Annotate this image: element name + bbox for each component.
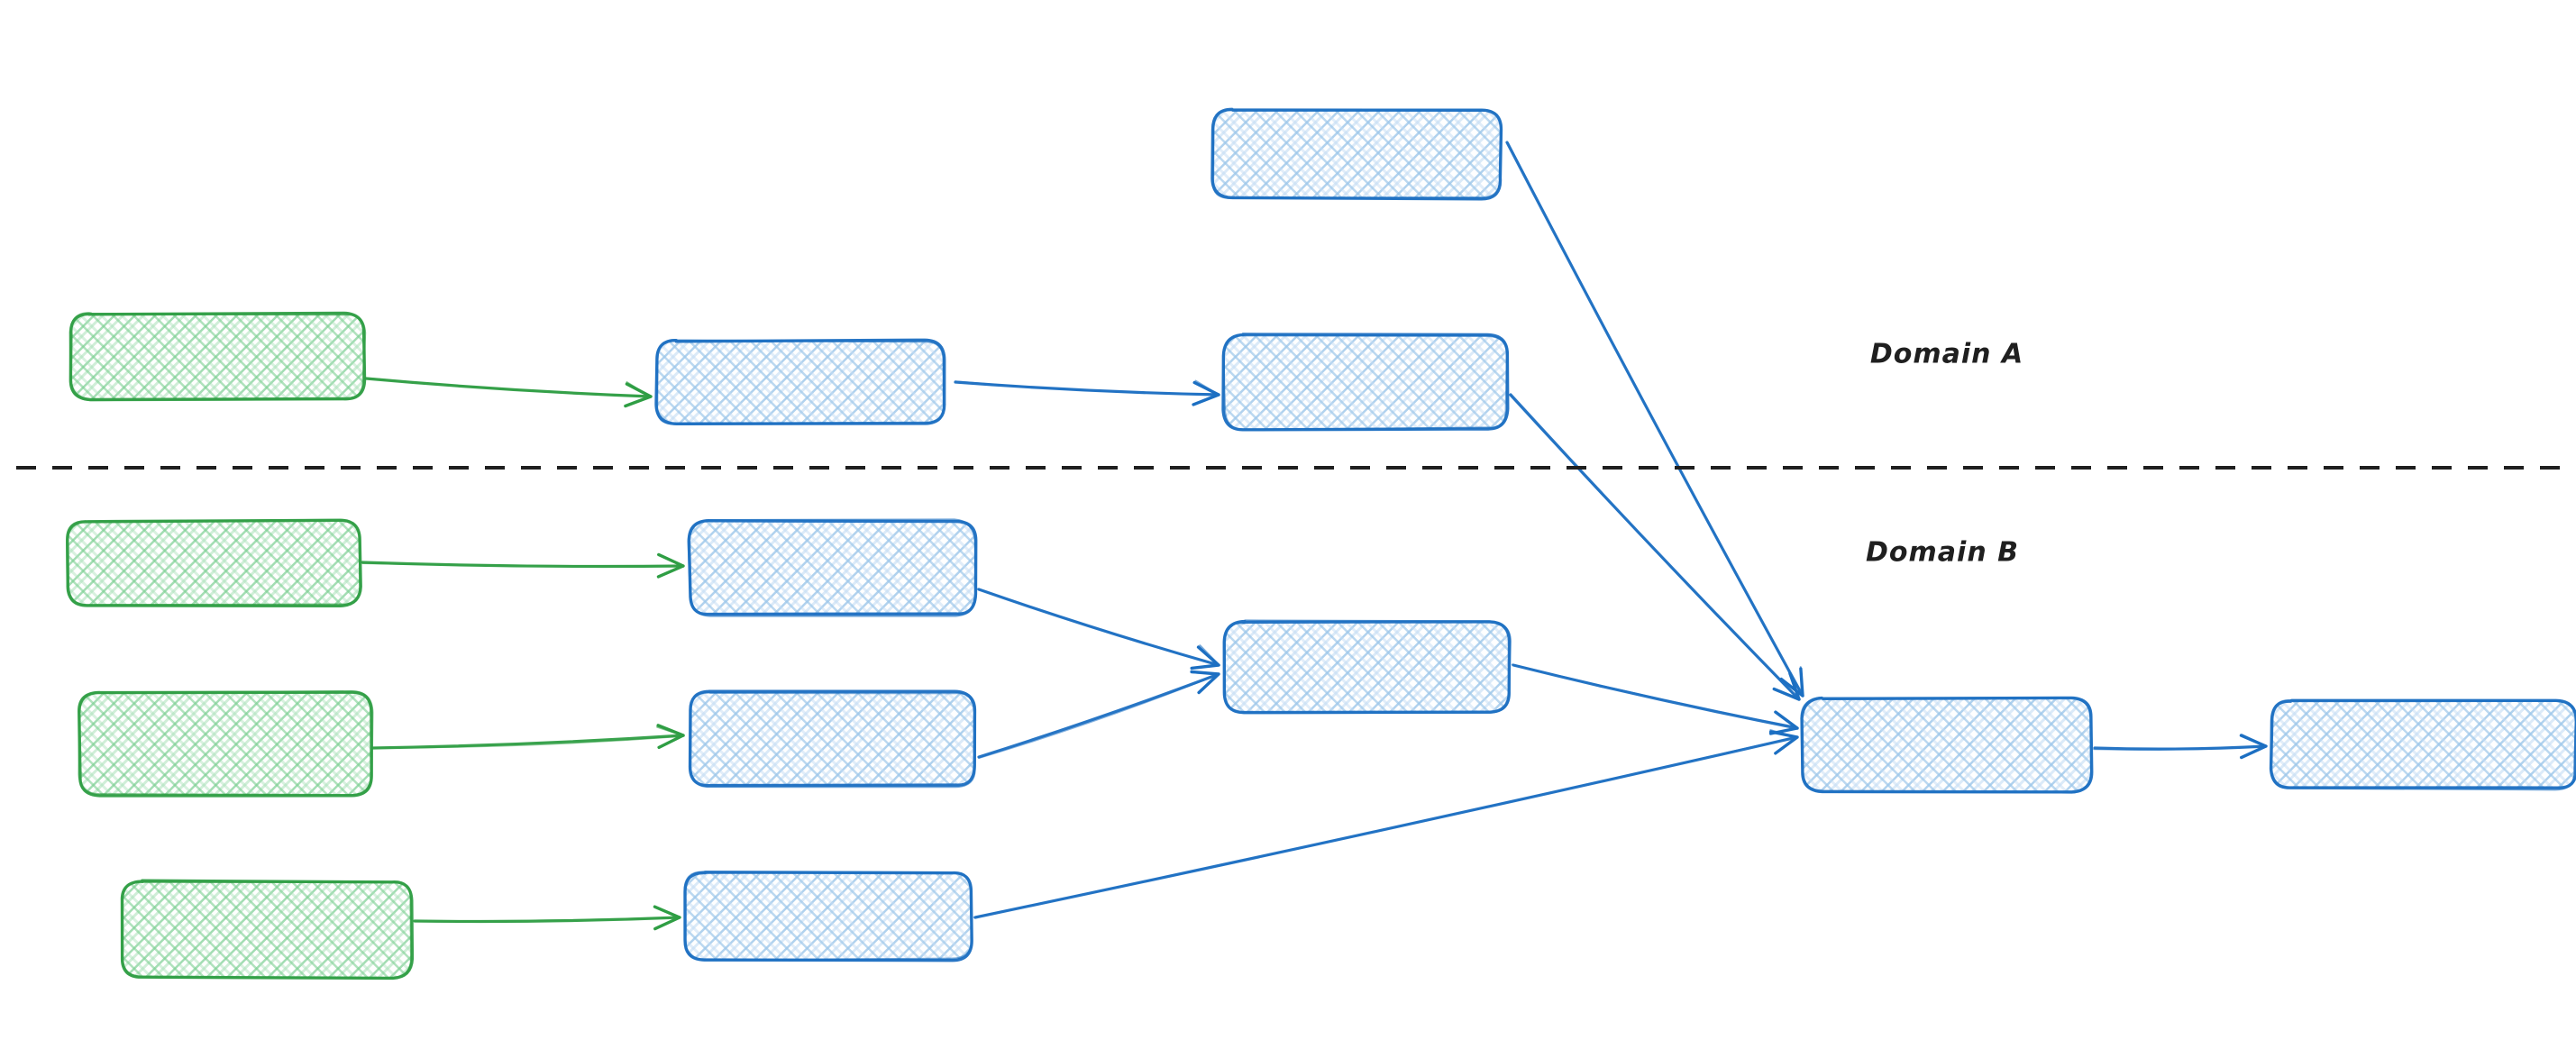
node-b-conv[interactable] — [1800, 696, 2094, 794]
edge-e1[interactable] — [364, 377, 653, 408]
edge-e10[interactable] — [1511, 663, 1799, 735]
node-hit-b-src-1[interactable] — [68, 521, 361, 606]
edge-e12[interactable] — [2093, 734, 2268, 760]
node-hit-a-proc-0[interactable] — [1212, 110, 1501, 198]
edge-e5[interactable] — [361, 552, 685, 579]
node-hit-a-proc-1[interactable] — [656, 341, 945, 424]
node-b-merge[interactable] — [1222, 619, 1512, 715]
nodes-layer — [66, 107, 2576, 981]
node-hit-b-src-3[interactable] — [122, 881, 412, 978]
edge-e8[interactable] — [976, 588, 1220, 670]
node-a-proc-1[interactable] — [654, 338, 946, 425]
edges-layer — [361, 141, 2268, 931]
node-b-src-1[interactable] — [66, 518, 362, 608]
node-b-final[interactable] — [2269, 698, 2576, 791]
node-b-src-2[interactable] — [78, 690, 374, 798]
node-hit-b-merge[interactable] — [1224, 622, 1510, 712]
edge-e11[interactable] — [973, 729, 1799, 919]
label-domain-a: Domain A — [1869, 338, 2024, 370]
node-hit-b-proc-1[interactable] — [690, 521, 975, 615]
node-b-src-3[interactable] — [120, 879, 415, 981]
node-a-src-1[interactable] — [69, 311, 367, 402]
node-b-proc-1[interactable] — [687, 518, 978, 617]
node-a-proc-2[interactable] — [1221, 333, 1510, 432]
edge-e9[interactable] — [977, 670, 1220, 759]
edge-e7[interactable] — [413, 905, 681, 931]
node-hit-b-conv[interactable] — [1803, 698, 2091, 791]
node-hit-b-proc-2[interactable] — [690, 692, 975, 786]
node-hit-a-proc-2[interactable] — [1224, 335, 1507, 429]
node-b-proc-3[interactable] — [683, 871, 973, 962]
edge-e3[interactable] — [1505, 141, 1804, 698]
edge-e4[interactable] — [1508, 393, 1801, 701]
label-domain-b: Domain B — [1866, 536, 2019, 569]
node-hit-b-final[interactable] — [2271, 701, 2576, 789]
node-a-proc-0[interactable] — [1210, 107, 1503, 201]
edge-e6[interactable] — [371, 724, 685, 750]
node-hit-a-src-1[interactable] — [70, 314, 364, 399]
node-hit-b-proc-3[interactable] — [685, 872, 972, 960]
node-b-proc-2[interactable] — [688, 689, 977, 789]
edge-e2[interactable] — [954, 379, 1220, 406]
node-hit-b-src-2[interactable] — [79, 692, 371, 795]
